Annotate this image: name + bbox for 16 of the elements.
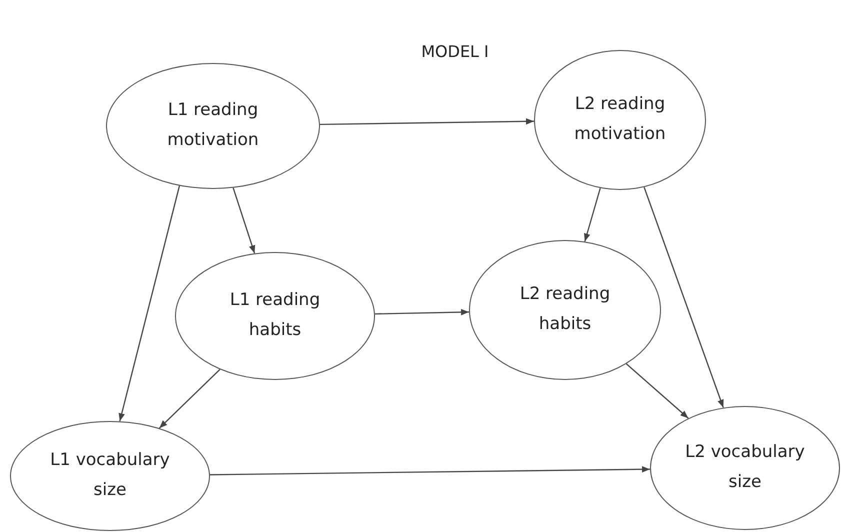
arrow [158, 368, 220, 429]
diagram-title: MODEL I [420, 42, 490, 61]
arrow [644, 186, 724, 408]
arrow [626, 363, 689, 419]
node-label: L2 vocabulary size [684, 441, 806, 494]
arrow [320, 118, 534, 126]
node-label: L1 reading motivation [166, 99, 260, 152]
node-label: L2 reading motivation [573, 93, 667, 146]
arrow [584, 188, 601, 242]
node-label: L2 reading habits [518, 283, 612, 336]
arrow [374, 308, 470, 316]
arrow [232, 188, 256, 254]
arrow [210, 466, 650, 476]
node-label: L1 reading habits [228, 289, 322, 342]
node-label: L1 vocabulary size [49, 449, 171, 502]
arrow [118, 186, 180, 422]
